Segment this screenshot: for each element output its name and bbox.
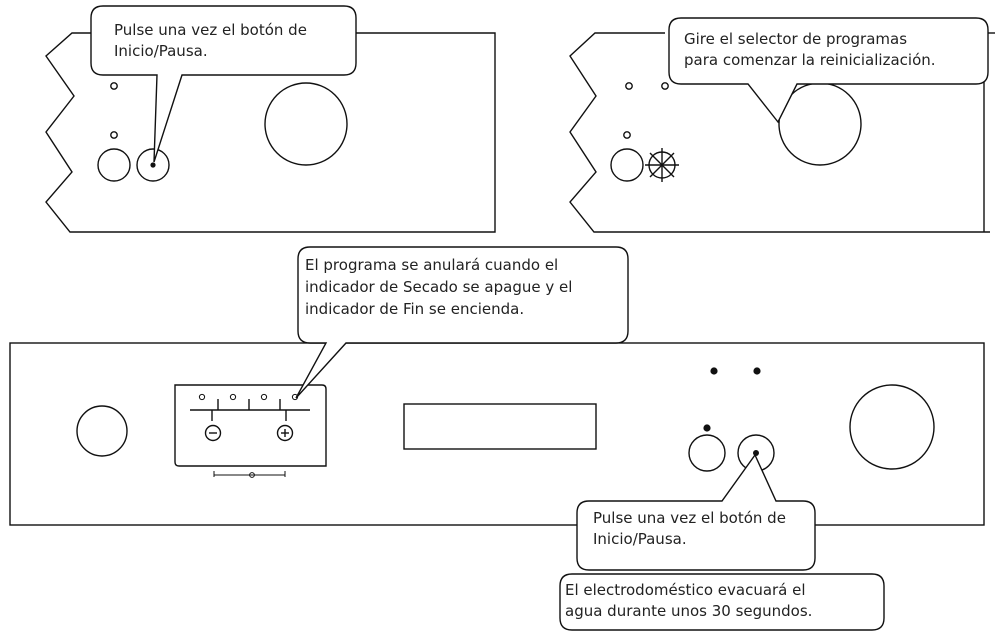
- callout-top-right-bubble: [668, 17, 989, 124]
- callout-bottom-drain: El electrodoméstico evacuará el agua dur…: [565, 581, 813, 620]
- indicator-light: [661, 82, 669, 90]
- round-button: [610, 148, 644, 182]
- bottom-panel: [9, 342, 985, 526]
- indicator-light: [110, 82, 118, 90]
- option-module: [174, 384, 327, 467]
- callout-middle-bubble: [295, 246, 629, 399]
- top-left-panel: [45, 32, 496, 233]
- program-selector-knob: [849, 384, 935, 470]
- indicator-light: [753, 367, 761, 375]
- program-selector-knob: [264, 82, 348, 166]
- minus-icon: [204, 424, 222, 442]
- indicator-light: [703, 424, 711, 432]
- spray-wheel-icon: [645, 148, 679, 182]
- plus-icon: [276, 424, 294, 442]
- indicator-light: [110, 131, 118, 139]
- callout-middle: El programa se anulará cuando el indicad…: [305, 256, 573, 318]
- callout-bottom-start-bubble: [576, 453, 816, 571]
- callout-bottom-start: Pulse una vez el botón de Inicio/Pausa.: [593, 509, 786, 548]
- callout-top-left-bubble: [90, 5, 357, 163]
- callout-top-left: Pulse una vez el botón de Inicio/Pausa.: [114, 21, 307, 60]
- callout-bottom-drain-bubble: [559, 573, 885, 631]
- indicator-light: [623, 131, 631, 139]
- start-pause-button: [136, 148, 170, 182]
- indicator-light: [625, 82, 633, 90]
- module-latch: [213, 471, 286, 478]
- option-indicators: [190, 393, 310, 421]
- indicator-light: [710, 367, 718, 375]
- round-button: [97, 148, 131, 182]
- round-button: [688, 434, 726, 472]
- display-screen: [403, 403, 597, 450]
- left-round-button: [76, 405, 128, 457]
- callout-top-right: Gire el selector de programas para comen…: [684, 30, 936, 69]
